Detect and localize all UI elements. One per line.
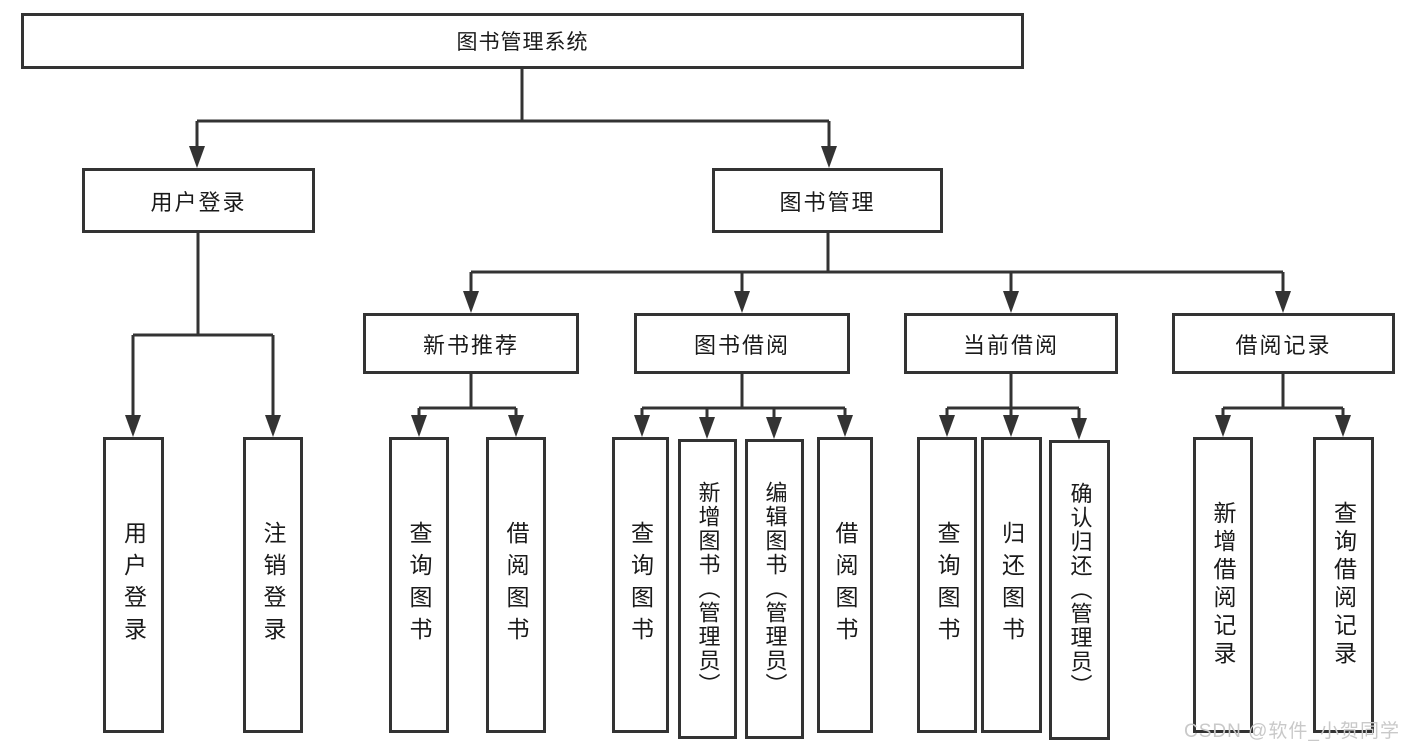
node-label: 确认归还（管理员） <box>1067 482 1093 698</box>
node-borrow-records: 借阅记录 <box>1172 313 1395 374</box>
node-user-login: 用户登录 <box>82 168 315 233</box>
node-book-borrow: 图书借阅 <box>634 313 850 374</box>
arrowhead-icons <box>125 146 1351 440</box>
csdn-watermark: CSDN @软件_小贺同学 <box>1184 721 1400 742</box>
node-label: 查询图书 <box>627 521 654 649</box>
node-label: 注销登录 <box>260 521 286 649</box>
node-label: 新增借阅记录 <box>1210 501 1236 669</box>
leaf-query-books-recommend: 查询图书 <box>389 437 449 733</box>
node-label: 查询图书 <box>406 521 432 649</box>
leaf-add-borrow-record: 新增借阅记录 <box>1193 437 1253 733</box>
leaf-query-borrow-record: 查询借阅记录 <box>1313 437 1374 733</box>
leaf-user-login: 用户登录 <box>103 437 164 733</box>
node-root-system: 图书管理系统 <box>21 13 1024 69</box>
node-current-borrow: 当前借阅 <box>904 313 1118 374</box>
leaf-logout: 注销登录 <box>243 437 303 733</box>
node-book-management: 图书管理 <box>712 168 943 233</box>
leaf-query-books-current: 查询图书 <box>917 437 977 733</box>
leaf-edit-book-admin: 编辑图书（管理员） <box>745 439 804 739</box>
leaf-return-book: 归还图书 <box>981 437 1042 733</box>
node-label: 借阅记录 <box>1235 332 1332 358</box>
node-new-book-recommend: 新书推荐 <box>363 313 579 374</box>
node-label: 归还图书 <box>998 521 1025 649</box>
leaf-query-books-borrow: 查询图书 <box>612 437 669 733</box>
node-label: 新增图书（管理员） <box>695 481 721 697</box>
leaf-confirm-return-admin: 确认归还（管理员） <box>1049 440 1110 740</box>
node-label: 当前借阅 <box>962 332 1059 358</box>
node-label: 图书借阅 <box>693 332 790 358</box>
node-label: 查询图书 <box>934 521 960 649</box>
node-label: 借阅图书 <box>832 521 858 649</box>
node-label: 新书推荐 <box>422 332 519 358</box>
node-label: 图书管理 <box>779 189 876 215</box>
leaf-borrow-books: 借阅图书 <box>817 437 873 733</box>
node-label: 借阅图书 <box>503 521 529 649</box>
leaf-borrow-books-recommend: 借阅图书 <box>486 437 546 733</box>
node-label: 编辑图书（管理员） <box>762 481 788 697</box>
node-label: 查询借阅记录 <box>1330 501 1357 669</box>
node-label: 用户登录 <box>150 189 247 215</box>
node-label: 用户登录 <box>120 521 147 649</box>
leaf-add-book-admin: 新增图书（管理员） <box>678 439 737 739</box>
node-label: 图书管理系统 <box>456 31 589 54</box>
